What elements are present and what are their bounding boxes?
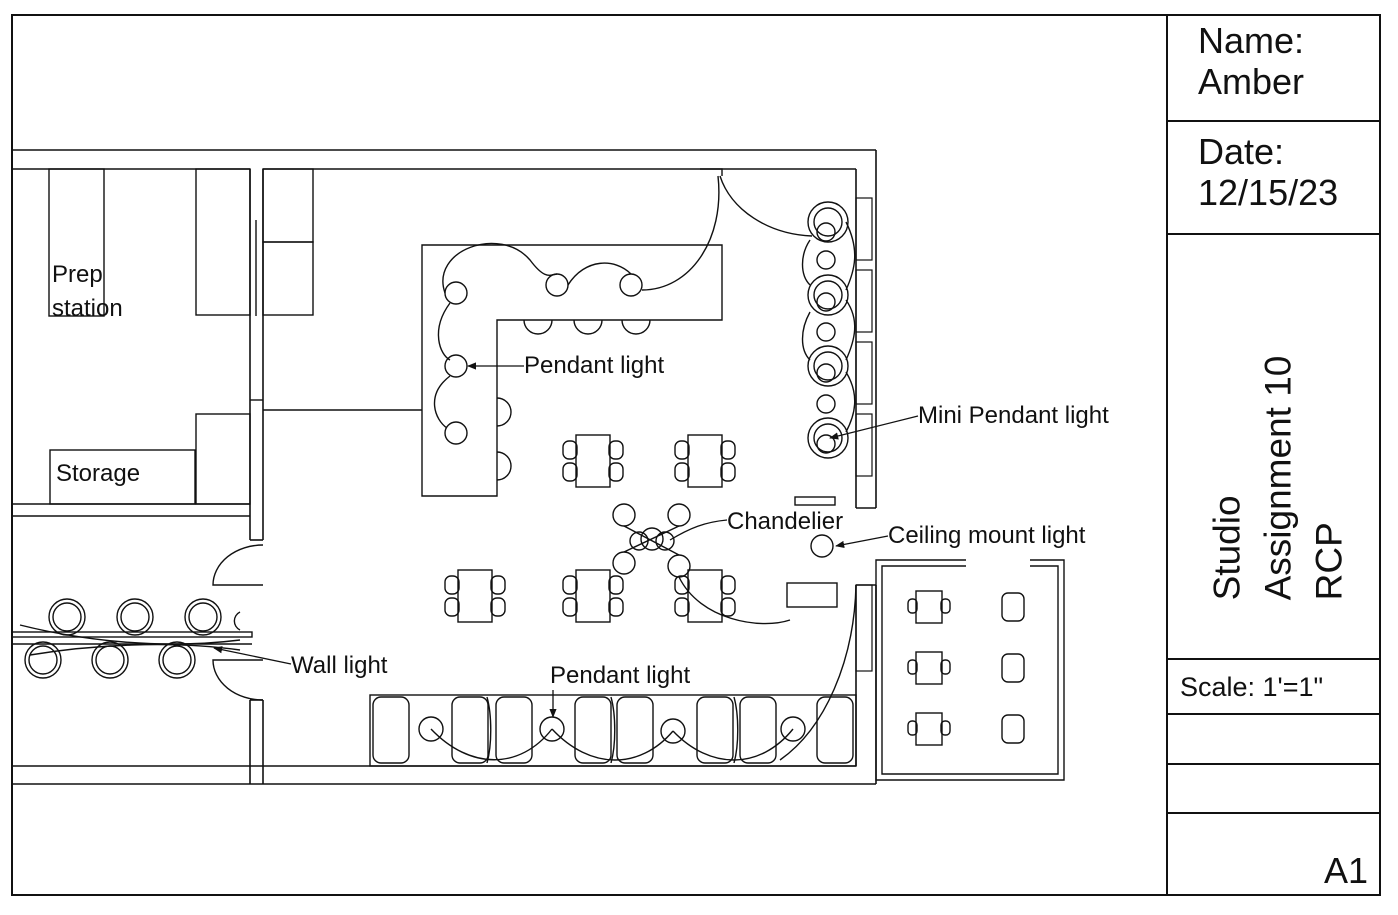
doors [212, 168, 857, 761]
banquette-seating [369, 694, 857, 767]
title-line-studio: Studio [1206, 495, 1248, 601]
sheet-number: A1 [1323, 850, 1368, 891]
pendant-lights-upper [433, 175, 720, 445]
date-field: Date: 12/15/23 [1198, 131, 1338, 214]
chandelier [612, 503, 791, 625]
date-value: 12/15/23 [1198, 172, 1339, 214]
bar-stools [496, 319, 651, 481]
bar-counter [421, 244, 723, 497]
prep-station-label-line2: station [52, 295, 123, 322]
leader-lines [213, 362, 919, 718]
right-wall-booths [855, 197, 873, 672]
storage-label: Storage [56, 460, 140, 487]
prep-station-label-line1: Prep [52, 261, 103, 288]
title-line-rcp: RCP [1308, 522, 1350, 601]
pendant-light-label-upper: Pendant light [524, 352, 664, 379]
pendant-light-label-lower: Pendant light [550, 662, 690, 689]
name-value: Amber [1198, 61, 1305, 103]
scale-field: Scale: 1'=1" [1180, 672, 1324, 702]
title-line-assignment: Assignment 10 [1257, 355, 1299, 601]
dining-tables [444, 434, 838, 623]
mini-pendant-lights [801, 201, 856, 459]
ceiling-mount-light [810, 534, 834, 558]
wall-lights [11, 598, 253, 679]
mini-pendant-light-label: Mini Pendant light [918, 402, 1109, 429]
patio [875, 559, 1065, 781]
chandelier-label: Chandelier [727, 508, 843, 535]
pendant-lights-lower [418, 716, 806, 761]
date-label: Date: [1198, 131, 1285, 172]
ceiling-mount-light-label: Ceiling mount light [888, 522, 1086, 549]
name-label: Name: [1198, 20, 1305, 61]
name-field: Name: Amber [1198, 20, 1304, 103]
kitchen-casework [48, 168, 314, 505]
sheet-frame [11, 14, 1381, 896]
wall-light-label: Wall light [291, 652, 388, 679]
